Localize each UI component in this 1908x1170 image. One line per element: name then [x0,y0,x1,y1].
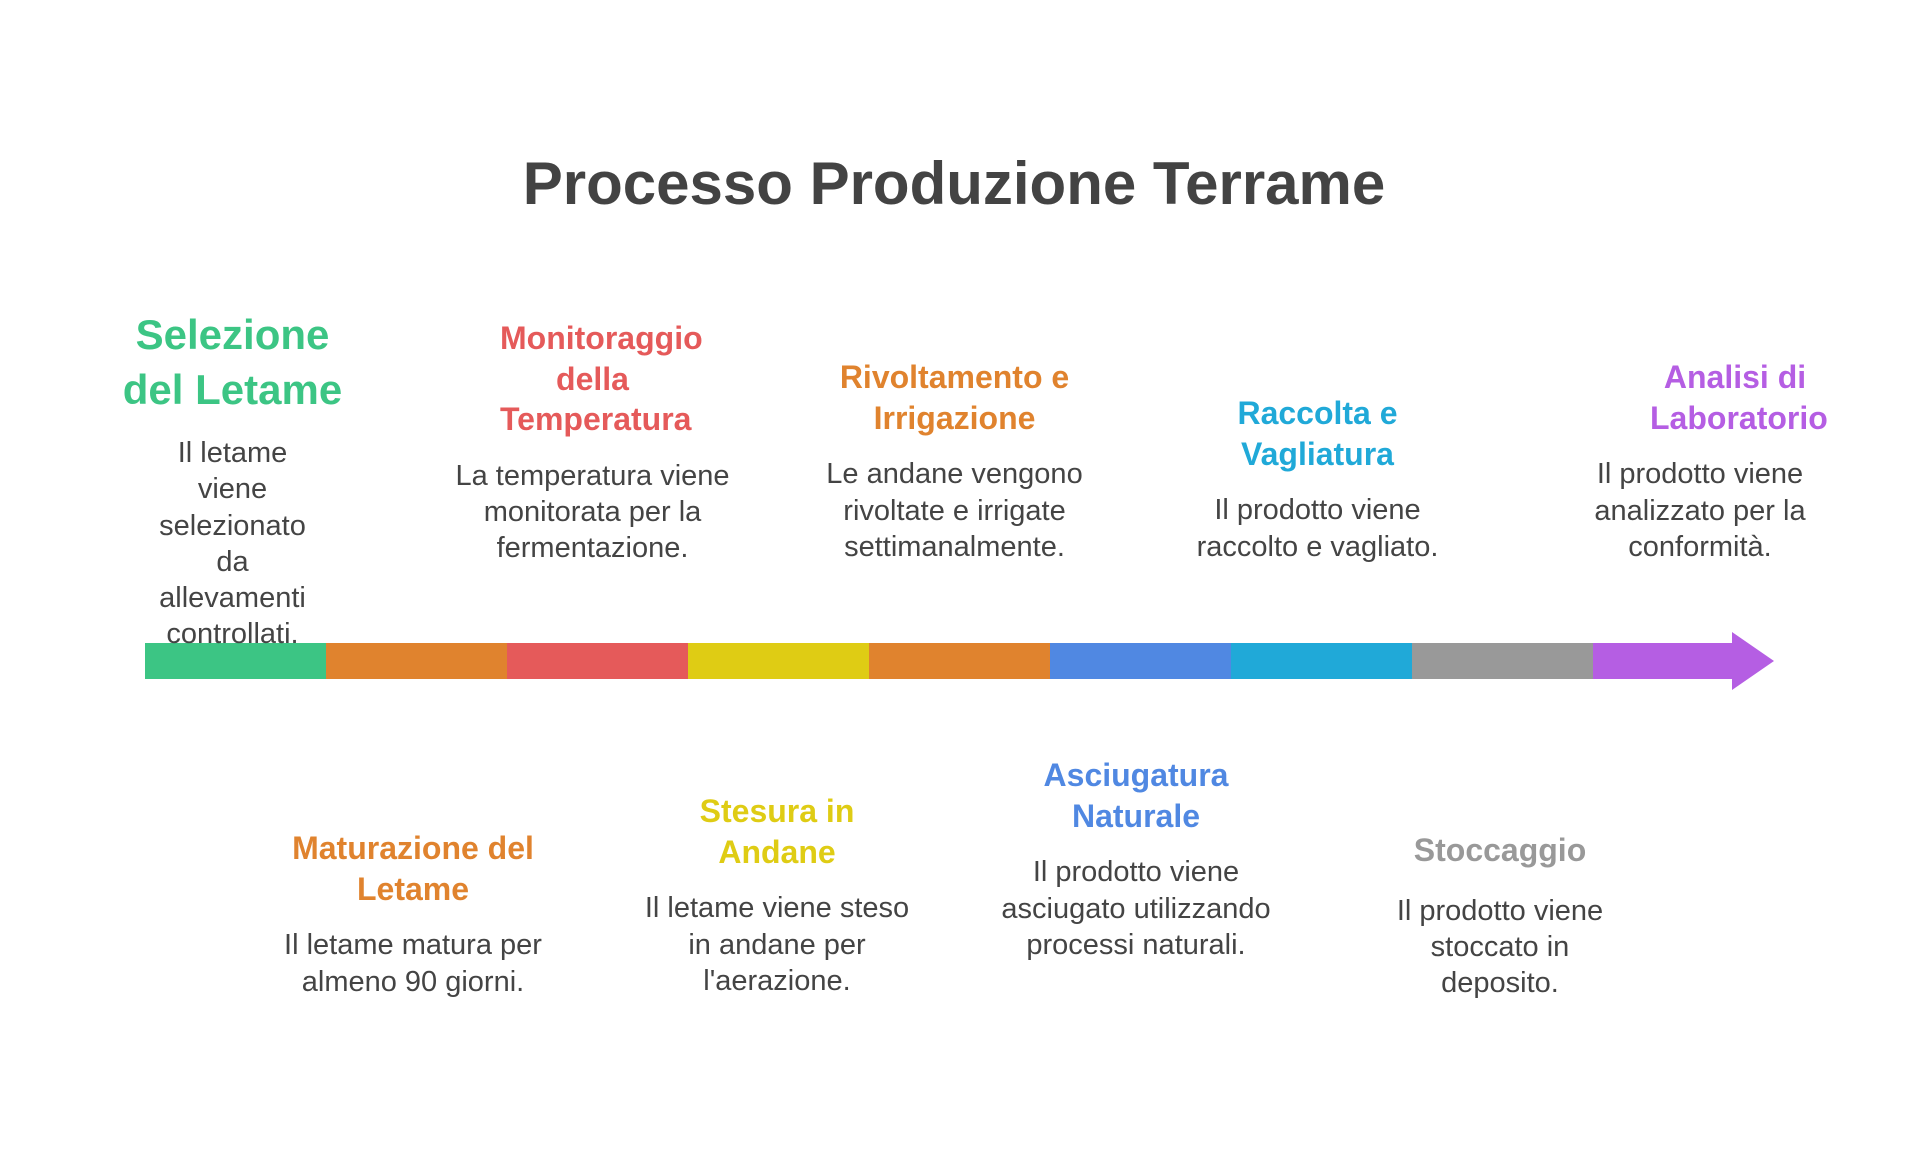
step-analisi-di-laboratorio: Analisi di Laboratorio Il prodotto viene… [1570,357,1870,565]
step-stoccaggio: Stoccaggio Il prodotto viene stoccato in… [1370,830,1630,1001]
timeline-segment-4 [688,643,869,679]
step-monitoraggio-della-temperatura: Monitoraggio della Temperatura La temper… [440,318,745,567]
step-title: Stoccaggio [1413,832,1587,868]
step-selezione-del-letame: Selezione del Letame Il letame viene sel… [80,308,385,653]
step-description: Il prodotto viene raccolto e vagliato. [1196,494,1439,563]
step-title: Rivoltamento e Irrigazione [839,359,1070,436]
step-description: La temperatura viene monitorata per la f… [455,459,730,565]
step-title: Stesura in Andane [699,793,855,870]
step-title: Monitoraggio della Temperatura [500,320,703,438]
timeline-segment-9-arrowhead [1593,632,1774,690]
step-rivoltamento-e-irrigazione: Rivoltamento e Irrigazione Le andane ven… [812,357,1097,565]
step-title: Asciugatura Naturale [1043,757,1229,834]
timeline-segment-5 [869,643,1050,679]
step-title: Selezione del Letame [122,311,343,413]
step-maturazione-del-letame: Maturazione del Letame Il letame matura … [263,828,563,1000]
step-description: Il prodotto viene analizzato per la conf… [1594,458,1806,563]
timeline-segment-6 [1050,643,1231,679]
step-description: Il prodotto viene asciugato utilizzando … [1001,856,1271,961]
step-description: Il prodotto viene stoccato in deposito. [1396,894,1604,1000]
step-description: Le andane vengono rivoltate e irrigate s… [826,458,1083,563]
step-stesura-in-andane: Stesura in Andane Il letame viene steso … [627,791,927,999]
step-description: Il letame viene selezionato da allevamen… [159,437,306,651]
step-description: Il letame viene steso in andane per l'ae… [644,892,910,997]
timeline-segment-1 [145,643,326,679]
timeline-segment-3 [507,643,688,679]
step-title: Analisi di Laboratorio [1650,359,1828,436]
step-title: Raccolta e Vagliatura [1237,395,1398,472]
timeline-segment-8 [1412,643,1593,679]
step-asciugatura-naturale: Asciugatura Naturale Il prodotto viene a… [986,755,1286,963]
step-title: Maturazione del Letame [292,830,534,907]
timeline-segment-2 [326,643,507,679]
step-raccolta-e-vagliatura: Raccolta e Vagliatura Il prodotto viene … [1175,393,1460,565]
step-description: Il letame matura per almeno 90 giorni. [284,929,542,998]
timeline-segment-7 [1231,643,1412,679]
page-title: Processo Produzione Terrame [522,150,1386,217]
